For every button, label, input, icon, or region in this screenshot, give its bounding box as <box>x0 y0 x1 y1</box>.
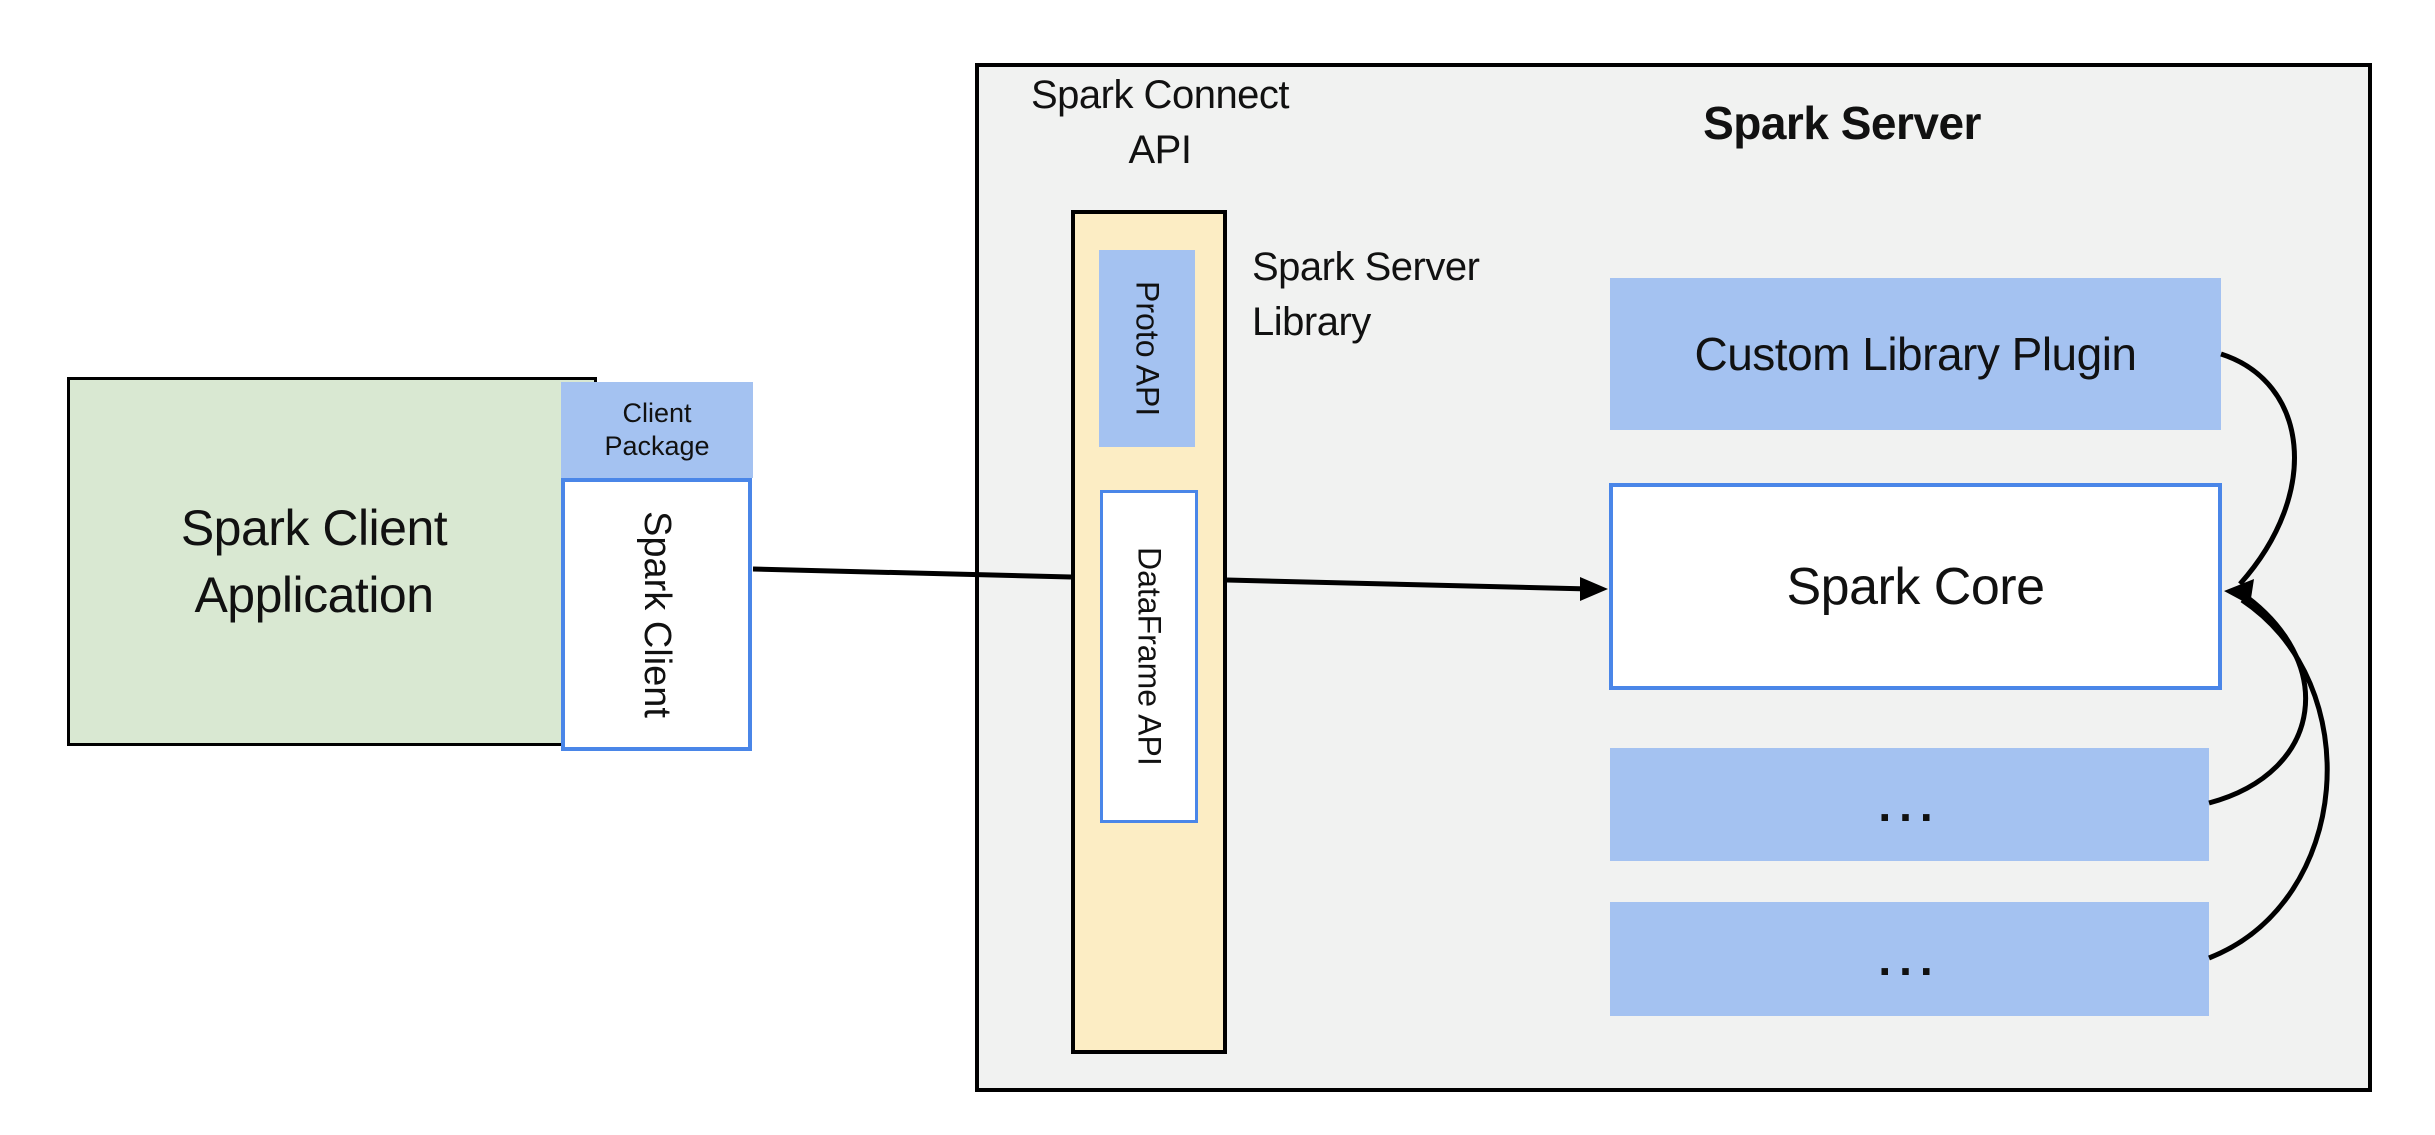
server-module-1-label: ... <box>1878 778 1941 831</box>
spark-server-library-label-line2: Library <box>1252 300 1371 344</box>
dataframe-api-label: DataFrame API <box>1131 547 1168 766</box>
spark-client-box: Spark Client <box>561 478 752 751</box>
custom-library-plugin-label: Custom Library Plugin <box>1694 328 2137 380</box>
spark-core-label: Spark Core <box>1786 557 2046 616</box>
spark-core-box: Spark Core <box>1609 483 2222 690</box>
spark-server-title: Spark Server <box>1703 97 1981 149</box>
spark-client-application-box <box>67 377 597 746</box>
dataframe-api-box: DataFrame API <box>1100 490 1198 823</box>
spark-server-library-label: Spark Server Library <box>1252 240 1582 350</box>
spark-client-application-label-line1: Spark Client <box>180 499 448 556</box>
spark-client-application-label-line2: Application <box>194 566 434 623</box>
server-module-box-1: ... <box>1610 748 2209 861</box>
spark-connect-api-title-line1: Spark Connect <box>1030 73 1290 117</box>
server-module-2-label: ... <box>1878 933 1941 985</box>
proto-api-box: Proto API <box>1099 250 1195 447</box>
client-package-label-line1: Client <box>622 398 692 428</box>
spark-connect-api-title: Spark Connect API <box>990 68 1330 178</box>
spark-server-library-label-line1: Spark Server <box>1252 245 1480 289</box>
spark-connect-api-title-line2: API <box>1128 128 1192 172</box>
spark-client-label: Spark Client <box>636 511 678 718</box>
custom-library-plugin-box: Custom Library Plugin <box>1610 278 2221 430</box>
server-module-box-2: ... <box>1610 902 2209 1016</box>
proto-api-label: Proto API <box>1129 280 1166 417</box>
spark-client-application-label: Spark Client Application <box>67 377 561 746</box>
client-package-box: Client Package <box>561 382 753 478</box>
client-package-label-line2: Package <box>604 431 710 461</box>
